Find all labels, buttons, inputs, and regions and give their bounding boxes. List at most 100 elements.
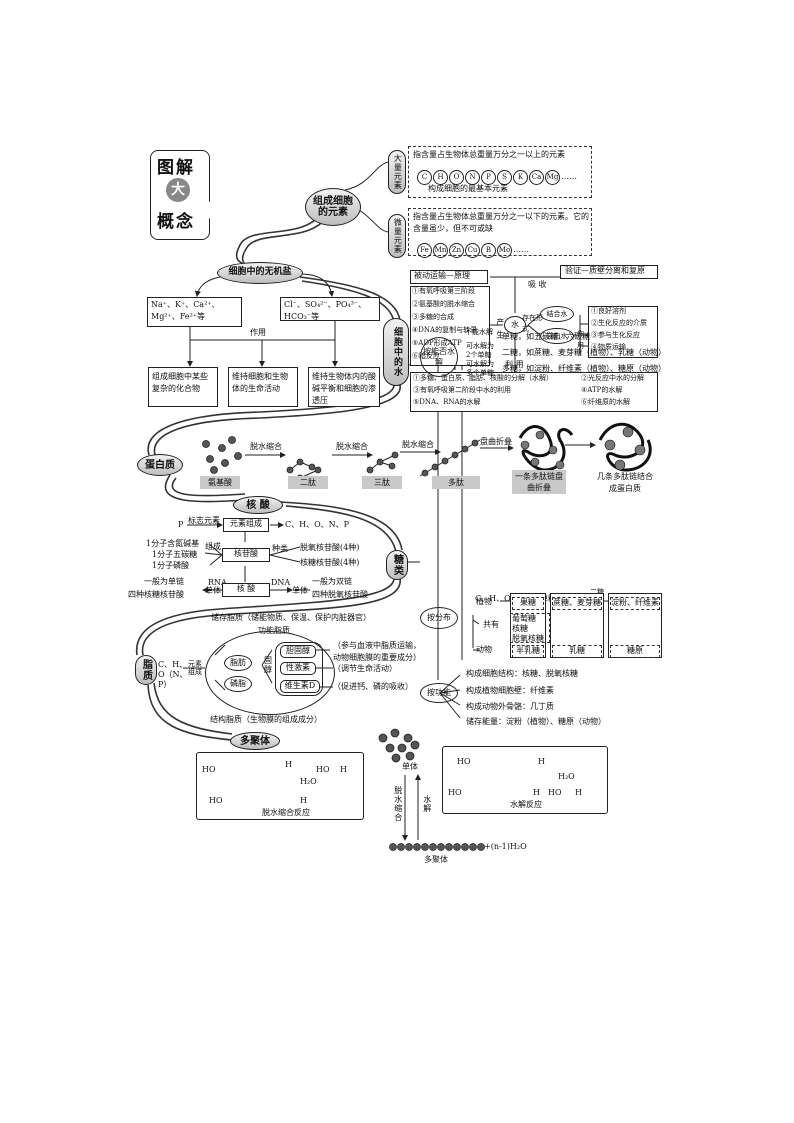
sugar-plant: 植物 (476, 597, 492, 606)
element-cu: Cu (465, 243, 480, 258)
produce-2: ②氨基酸的脱水缩合 (412, 300, 475, 308)
dh-water: H₂O (300, 777, 317, 786)
salt-function-1: 组成细胞中某些复杂的化合物 (148, 367, 218, 407)
water-bound: 结合水 (540, 306, 574, 322)
node-water: 细胞中的水 (383, 318, 409, 386)
element-b: B (481, 243, 496, 258)
dh-ho-2: HO (316, 765, 330, 774)
hy-ho-1: HO (457, 757, 471, 766)
dehydration-label: 脱水缩合反应 (262, 808, 310, 817)
hydrolysis-box (442, 746, 608, 814)
nucleic-compose: 组成 (205, 542, 221, 551)
vitamin-d-note: （促进钙、磷的吸收） (333, 682, 413, 691)
sugar-mono: 单糖，如五碳糖、六碳糖 (502, 332, 590, 341)
nucleic-monomer-left: 单体 (205, 586, 221, 595)
node-inorganic-salt: 细胞中的无机盐 (217, 262, 303, 284)
dh-ho-1: HO (202, 765, 216, 774)
nucleic-acid-box: 核 酸 (222, 583, 270, 597)
lipid-store: 储存脂质（储能物质、保温、保护内脏器官） (211, 613, 371, 622)
sterol-group (275, 642, 323, 696)
sugar-func-2: 构成植物细胞壁：纤维素 (466, 686, 554, 695)
hy-h-1: H (538, 757, 545, 766)
node-nucleic-acid: 核 酸 (233, 496, 283, 514)
nucleic-marker: 标志元素 (188, 516, 220, 525)
dehydration-box (196, 752, 364, 820)
lipid-elements: C、H、O（N、P） (158, 660, 188, 689)
node-cell-elements: 组成细胞的元素 (305, 188, 361, 226)
sugar-cho: C、H、O (475, 594, 511, 603)
lipid-fat: 脂肪 (224, 655, 252, 671)
macro-label: 大量元素 (388, 150, 406, 194)
polymer-formula: +(n-1)H₂O (484, 842, 527, 851)
hy-ho-3: HO (548, 788, 562, 797)
water-effect: 作 用 (576, 330, 585, 350)
col-poly (608, 593, 662, 658)
nucleic-rna: RNA (208, 578, 227, 587)
sugar-poly: 多糖，如淀粉、纤维素（植物）、糖原（动物） (502, 364, 666, 373)
sugar-to-two: 可水解为2个单糖 (466, 342, 494, 359)
nucleic-deoxy: 脱氧核苷酸(4种) (300, 543, 360, 552)
element-n: N (465, 170, 480, 185)
animal-single: 半乳糖 (512, 645, 544, 658)
macro-desc: 指含量占生物体总重量万分之一以上的元素 (413, 150, 565, 159)
label-polypeptide: 多肽 (432, 476, 480, 489)
shared-2: 核糖 (512, 624, 528, 633)
lipid-compose: 元素组成 (188, 660, 202, 676)
sugar-by-distribution: 按分布 (420, 607, 458, 629)
sugar-func-3: 构成动物外骨骼：几丁质 (466, 702, 554, 711)
use-1: ①多糖、蛋白质、脂肪、核酸的分解（水解） (413, 374, 553, 382)
dh-h-2: H (340, 765, 347, 774)
cholesterol-note: （参与血液中脂质运输，动物细胞膜的重要成分） (333, 641, 421, 662)
element-s: S (497, 170, 512, 185)
sugar-animal: 动物 (476, 645, 492, 654)
free-role-3: ③参与生化反应 (591, 331, 640, 339)
salt-function-3: 维持生物体内的酸碱平衡和细胞的渗透压 (308, 367, 380, 407)
label-protein-final: 几条多肽链结合成蛋白质 (597, 472, 653, 493)
sugar-two: 二糖 (590, 588, 604, 596)
element-mo: Mo (497, 243, 512, 258)
dh-h-3: H (300, 796, 307, 805)
lipid-oval (205, 631, 335, 715)
nucleotide-box: 核苷酸 (222, 548, 270, 562)
hy-h-2: H (533, 788, 540, 797)
lipid-cholesterol: 胆固醇 (280, 645, 316, 658)
hy-h-3: H (575, 788, 582, 797)
water-center: 水 (504, 316, 526, 334)
water-verify: 验证—质壁分离和复原 (560, 265, 658, 279)
node-lipid: 脂质 (135, 655, 157, 685)
rna-note-1: 一般为单链 (144, 577, 184, 586)
element-mg: Mg (545, 170, 560, 185)
badge-line2: 概念 (157, 212, 195, 232)
sugar-di: 二糖，如蔗糖、麦芽糖（植物）、乳糖（动物） (502, 348, 666, 357)
plant-poly: 淀粉、纤维素 (610, 597, 660, 610)
use-2: ②光反应中水的分解 (581, 374, 644, 382)
monomer-label: 单体 (402, 762, 418, 771)
nucleic-p: P (178, 520, 184, 529)
micro-ellipsis: …… (513, 245, 529, 254)
plant-double: 蔗糖、麦芽糖 (552, 597, 602, 610)
water-forms: 存在形式 (522, 314, 543, 333)
protein-fold: 盘曲折叠 (480, 437, 512, 446)
sex-hormone-note: （调节生命活动） (333, 664, 397, 673)
micro-label: 微量元素 (388, 214, 406, 258)
nucleic-elements: C、H、O、N、P (285, 520, 350, 529)
dna-note-1: 一般为双链 (312, 577, 352, 586)
water-free: 自由水 (540, 328, 574, 344)
element-h: H (433, 170, 448, 185)
macro-box (408, 146, 592, 198)
label-tripeptide: 三肽 (362, 476, 402, 489)
water-use: 利 用 (505, 360, 524, 369)
free-role-4: ④物质运输 (591, 343, 626, 351)
node-protein: 蛋白质 (137, 454, 183, 476)
lipid-sterol: 固醇 (264, 656, 272, 674)
free-role-1: ①良好溶剂 (591, 307, 626, 315)
plant-single: 果糖 (512, 597, 544, 610)
arrow-dehydrate-label: 脱水缩合 (393, 786, 403, 822)
hy-ho-2: HO (448, 788, 462, 797)
sugar-no-hydro: 不能水解 (465, 328, 493, 336)
col-double (550, 593, 604, 658)
sugar-both: 共有 (483, 620, 499, 629)
use-5: ⑤DNA、RNA的水解 (413, 398, 481, 406)
